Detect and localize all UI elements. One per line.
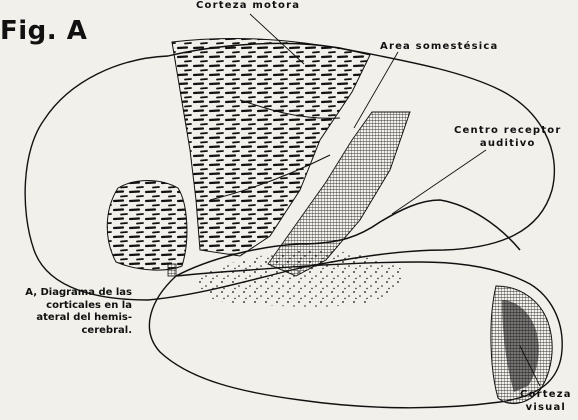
caption-line-2: corticales en la bbox=[0, 300, 132, 313]
label-visual-cortex: Corteza visual bbox=[520, 388, 572, 414]
label-auditory-line-1: Centro receptor bbox=[454, 124, 561, 137]
label-motor-cortex: Corteza motora bbox=[196, 0, 300, 11]
label-somesthetic-area: Area somestésica bbox=[380, 41, 498, 52]
caption-line-4: cerebral. bbox=[0, 325, 132, 338]
caption-line-1: A, Diagrama de las bbox=[0, 287, 132, 300]
leader-auditory bbox=[392, 150, 486, 214]
label-visual-line-1: Corteza bbox=[520, 388, 572, 401]
label-visual-line-2: visual bbox=[520, 401, 572, 414]
caption-line-3: ateral del hemis- bbox=[0, 312, 132, 325]
label-auditory-line-2: auditivo bbox=[454, 137, 561, 150]
figure-title: Fig. A bbox=[0, 16, 87, 46]
label-auditory-center: Centro receptor auditivo bbox=[454, 124, 561, 150]
insula-mark bbox=[168, 264, 176, 276]
frontal-operculum-region bbox=[107, 181, 187, 271]
figure-caption: A, Diagrama de las corticales en la ater… bbox=[0, 287, 132, 337]
